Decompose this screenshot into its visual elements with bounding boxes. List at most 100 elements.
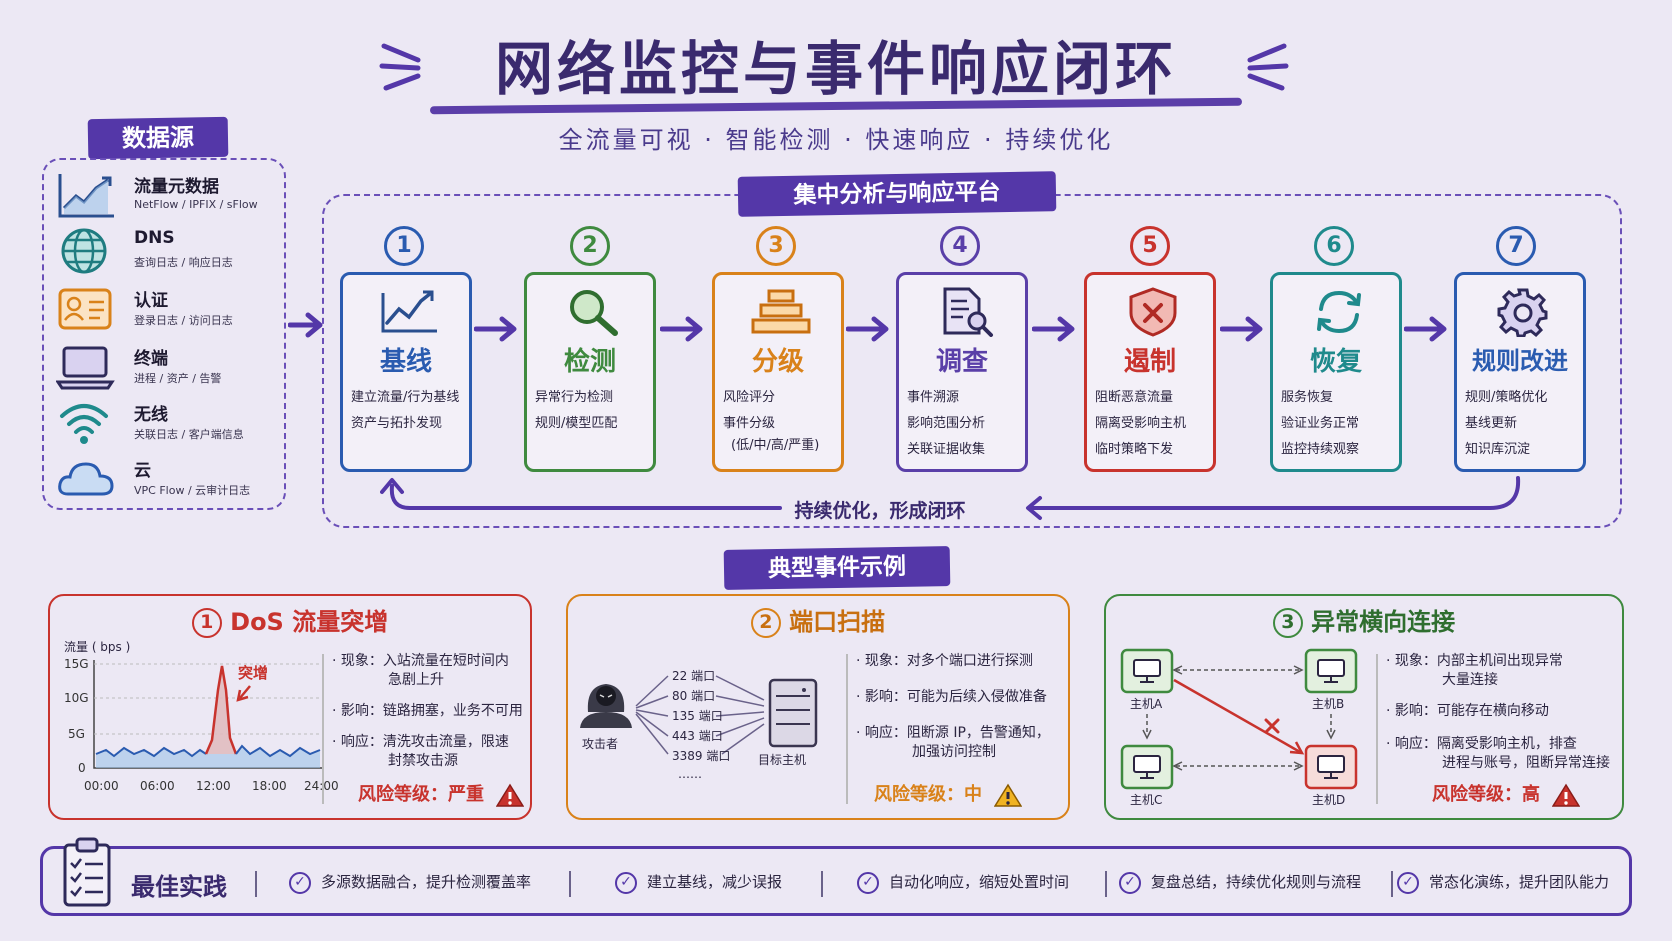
scan-bullets: · 现象：对多个端口进行探测 · 影响：可能为后续入侵做准备 · 响应：阻断源 … xyxy=(856,652,1068,774)
step-item: 规则/策略优化 xyxy=(1465,390,1548,405)
step-arrow xyxy=(1032,316,1075,342)
source-item-wireless: 无线 关联日志 / 客户端信息 xyxy=(56,398,284,454)
refresh-icon xyxy=(1317,290,1361,334)
step-number-7: 7 xyxy=(1496,226,1536,266)
step-item: 阻断恶意流量 xyxy=(1095,390,1174,405)
step-grading: 分级 风险评分 事件分级 (低/中/高/严重) xyxy=(712,272,844,472)
step-investigation: 调查 事件溯源 影响范围分析 关联证据收集 xyxy=(896,272,1028,472)
dos-bullets: · 现象：入站流量在短时间内急剧上升 · 影响：链路拥塞，业务不可用 · 响应：… xyxy=(332,652,528,783)
source-item-traffic: 流量元数据 NetFlow / IPFIX / sFlow xyxy=(56,170,284,226)
scan-title: 端口扫描 xyxy=(789,608,886,636)
step-item: 监控持续观察 xyxy=(1281,442,1360,457)
warning-icon xyxy=(496,783,525,807)
title-sparkle-right xyxy=(1247,43,1289,91)
step-item: 验证业务正常 xyxy=(1281,416,1360,431)
bullet-text: 内部主机间出现异常 xyxy=(1436,653,1563,669)
examples-heading: 典型事件示例 xyxy=(723,546,951,590)
source-desc: 关联日志 / 客户端信息 xyxy=(134,428,244,441)
x-tick: 18:00 xyxy=(252,779,287,793)
bullet-label: · 现象： xyxy=(332,653,383,669)
bullet-label: · 响应： xyxy=(856,725,907,741)
best-practice-bar: 最佳实践 ✓多源数据融合，提升检测覆盖率 ✓建立基线，减少误报 ✓自动化响应，缩… xyxy=(40,837,1632,916)
step-number-4: 4 xyxy=(940,226,980,266)
tiered-layers-icon xyxy=(751,289,811,334)
host-c-icon xyxy=(1120,744,1174,790)
step-arrow xyxy=(474,316,517,342)
host-label: 主机A xyxy=(1130,697,1163,711)
bullet-text: 清洗攻击流量，限速 xyxy=(382,734,509,750)
bullet-text: 可能存在横向移动 xyxy=(1436,703,1549,719)
separator xyxy=(1391,871,1393,897)
document-search-icon xyxy=(943,287,993,337)
page-subtitle: 全流量可视 · 智能检测 · 快速响应 · 持续优化 xyxy=(558,126,1114,154)
gear-icon xyxy=(1497,288,1548,337)
step-title: 分级 xyxy=(751,347,804,377)
dos-divider xyxy=(322,654,324,804)
lateral-movement-example-panel: 3 异常横向连接 主机A 主机B 主机C 主机D · 现象：内部主机间出现异常大… xyxy=(1104,594,1624,820)
source-name: 云 xyxy=(134,461,151,481)
separator xyxy=(821,871,823,897)
host-label: 主机B xyxy=(1312,697,1344,711)
step-rule-improvement: 规则改进 规则/策略优化 基线更新 知识库沉淀 xyxy=(1454,272,1586,472)
separator xyxy=(569,871,571,897)
port-label: 80 端口 xyxy=(672,689,715,703)
step-arrow xyxy=(1220,316,1263,342)
step-title: 调查 xyxy=(935,347,988,377)
step-number-6: 6 xyxy=(1314,226,1354,266)
shield-block-icon xyxy=(1129,287,1177,337)
step-item: 资产与拓扑发现 xyxy=(351,416,443,431)
port-label: 135 端口 xyxy=(672,709,723,723)
check-icon: ✓ xyxy=(615,871,637,894)
source-desc: 进程 / 资产 / 告警 xyxy=(134,372,222,385)
bullet-label: · 影响： xyxy=(1386,703,1437,719)
best-practice-item: ✓建立基线，减少误报 xyxy=(615,871,782,894)
source-desc: VPC Flow / 云审计日志 xyxy=(134,484,251,497)
host-b-icon xyxy=(1304,648,1358,694)
hacker-icon xyxy=(580,684,632,728)
dos-risk: 风险等级：严重 xyxy=(358,780,525,807)
clipboard-checklist-icon xyxy=(63,837,111,907)
bullet-label: · 现象： xyxy=(1386,653,1437,669)
scan-panel-title: 2 端口扫描 xyxy=(568,602,1068,638)
globe-icon xyxy=(61,228,107,274)
dos-traffic-chart: 15G 10G 5G 0 00:00 06:00 12:00 18:00 24:… xyxy=(64,657,339,793)
page-title: 网络监控与事件响应闭环 xyxy=(494,35,1177,103)
bullet-text2: 封禁攻击源 xyxy=(388,753,458,769)
trend-line-icon xyxy=(381,290,437,333)
data-sources-panel: 流量元数据 NetFlow / IPFIX / sFlow DNS 查询日志 /… xyxy=(42,158,286,510)
spike-label: 突增 xyxy=(238,664,268,682)
y-tick: 10G xyxy=(64,691,89,705)
bullet-text2: 进程与账号，阻断异常连接 xyxy=(1442,755,1610,771)
step-containment: 遏制 阻断恶意流量 隔离受影响主机 临时策略下发 xyxy=(1084,272,1216,472)
step-item: 事件溯源 xyxy=(907,390,960,405)
bullet-text: 入站流量在短时间内 xyxy=(382,653,509,669)
check-icon: ✓ xyxy=(857,871,879,894)
step-detection: 检测 异常行为检测 规则/模型匹配 xyxy=(524,272,656,472)
source-item-auth: 认证 登录日志 / 访问日志 xyxy=(56,284,284,340)
step-item: 规则/模型匹配 xyxy=(535,416,618,431)
best-practice-text: 常态化演练，提升团队能力 xyxy=(1429,873,1610,891)
best-practice-item: ✓ 自动化响应，缩短处置时间 xyxy=(857,871,1069,894)
scan-number: 2 xyxy=(750,608,781,638)
step-item: 建立流量/行为基线 xyxy=(351,390,460,405)
scan-divider xyxy=(846,654,848,804)
step-title: 基线 xyxy=(379,347,432,377)
step-number-3: 3 xyxy=(756,226,796,266)
step-arrow xyxy=(846,316,889,342)
source-desc: 登录日志 / 访问日志 xyxy=(134,314,233,327)
host-d-icon xyxy=(1304,744,1358,790)
best-practice-text: 自动化响应，缩短处置时间 xyxy=(889,873,1070,891)
y-tick: 0 xyxy=(78,761,86,775)
host-label: 主机D xyxy=(1312,793,1345,807)
bullet-text: 链路拥塞，业务不可用 xyxy=(382,703,523,719)
dos-title: DoS 流量突增 xyxy=(230,608,389,636)
source-name: DNS xyxy=(134,228,175,248)
bullet-text: 可能为后续入侵做准备 xyxy=(906,689,1047,705)
source-name: 终端 xyxy=(134,349,168,369)
target-label: 目标主机 xyxy=(758,753,806,767)
step-item: 隔离受影响主机 xyxy=(1095,416,1187,431)
step-item: 服务恢复 xyxy=(1281,390,1334,405)
dos-example-panel: 1 DoS 流量突增 流量 ( bps ) 15G 10G 5G 0 00:00… xyxy=(48,594,532,820)
title-sparkle-left xyxy=(379,43,421,91)
separator xyxy=(255,871,257,897)
